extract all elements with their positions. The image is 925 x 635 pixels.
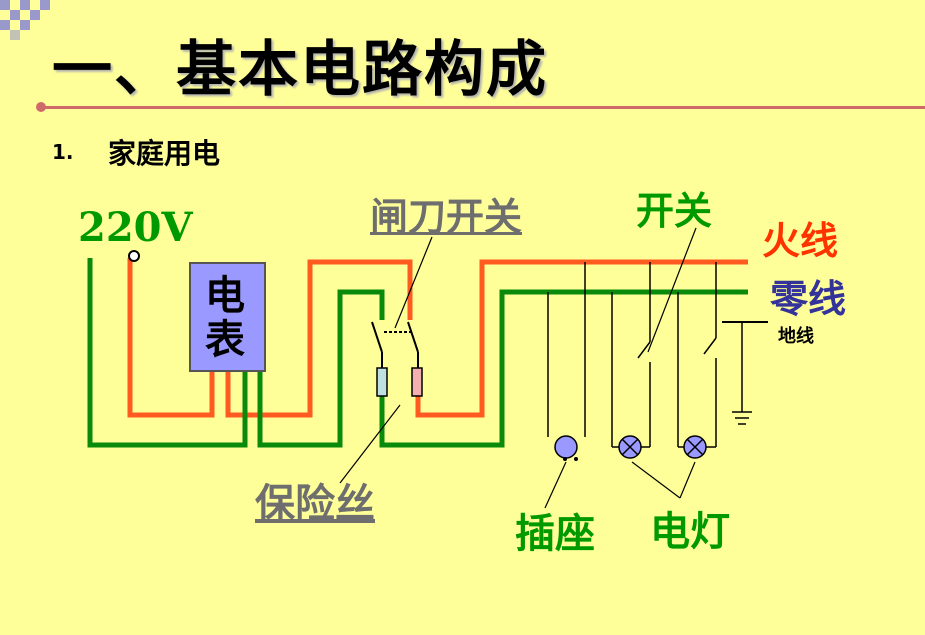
lamp-switch-2: [703, 337, 717, 355]
neutral-wire-meter-out: [257, 289, 385, 448]
pointer-switch: [647, 227, 697, 353]
live-wire-after-fuse: [415, 259, 748, 418]
live-wire-path: [127, 258, 215, 418]
pointer-knife-switch: [394, 236, 433, 329]
lamp-label: 电灯: [650, 509, 730, 555]
neutral-wire-path: [87, 258, 248, 448]
pointer-lamp-1: [631, 461, 681, 499]
neutral-wire-after-fuse: [379, 289, 748, 448]
ground-symbol: [722, 321, 768, 425]
meter-label-line2: 表: [205, 317, 245, 363]
slide-title: 一、基本电路构成: [52, 35, 548, 105]
neutral-wire-label: 零线: [770, 277, 847, 321]
pointer-socket: [544, 461, 567, 509]
pointer-fuse: [339, 404, 401, 484]
subtitle-number: 1.: [52, 140, 74, 164]
socket-icon: [554, 435, 578, 459]
corner-decoration: [0, 0, 90, 45]
lamp-icon-2: [683, 435, 707, 459]
ground-wire-label: 地线: [778, 326, 814, 347]
socket-label: 插座: [515, 511, 595, 557]
fuse-label: 保险丝: [255, 481, 375, 527]
voltage-label: 220V: [78, 204, 193, 251]
knife-switch-blade-right: [407, 321, 419, 353]
knife-switch-blade-left: [371, 321, 383, 353]
knife-switch-label: 闸刀开关: [370, 195, 523, 239]
lamp-icon-1: [618, 435, 642, 459]
meter-box: [189, 262, 266, 372]
terminal-icon: [128, 250, 140, 262]
live-wire-meter-out: [225, 259, 413, 418]
title-rule-dot: [36, 102, 46, 112]
live-wire-label: 火线: [762, 219, 839, 263]
switch-label: 开关: [636, 189, 713, 233]
title-underline: [40, 106, 925, 109]
subtitle: 家庭用电: [108, 137, 221, 170]
pointer-lamp-2: [679, 461, 696, 499]
meter-label-line1: 电: [205, 273, 245, 319]
lamp-switch-1: [637, 341, 651, 359]
fuse-right: [411, 367, 423, 397]
fuse-left: [376, 367, 388, 397]
